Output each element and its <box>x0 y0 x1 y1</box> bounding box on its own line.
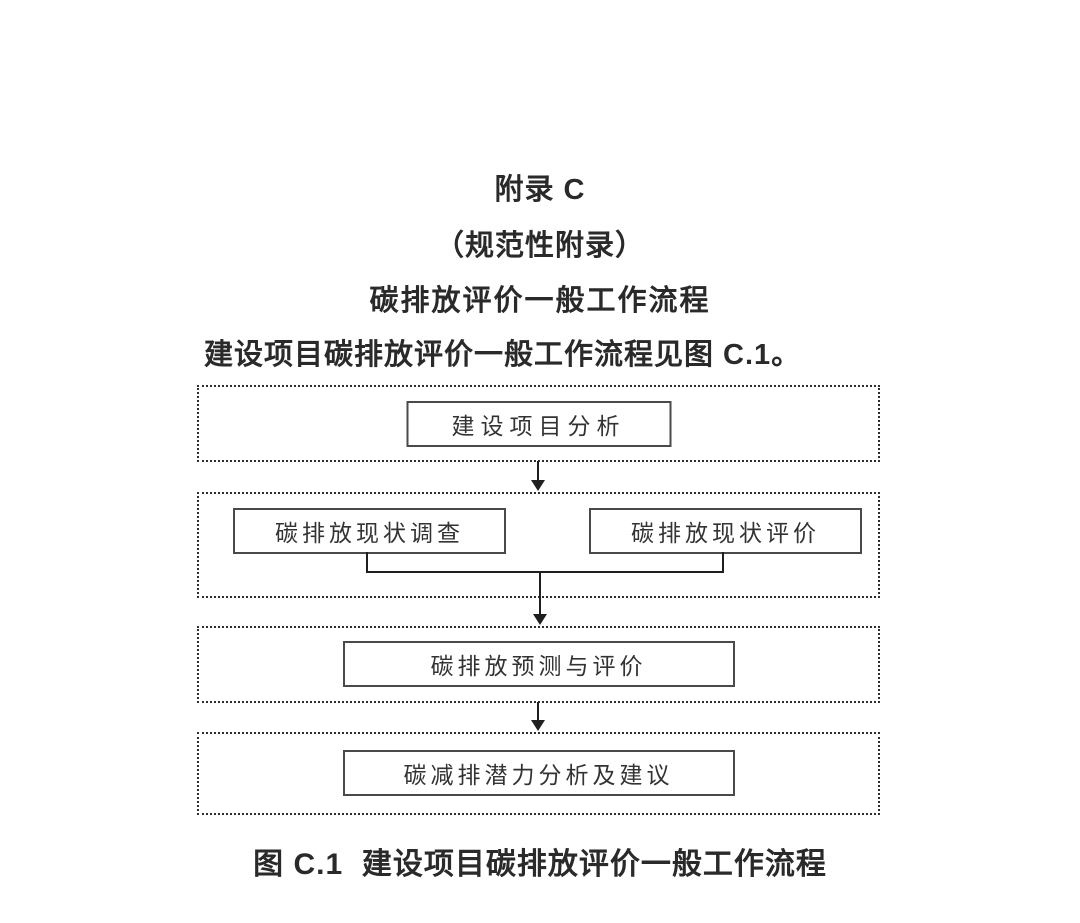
connector-left-drop-line <box>366 552 368 573</box>
flow-stage-prediction: 碳排放预测与评价 <box>197 626 880 703</box>
arrow-down-2-head-icon <box>533 614 547 625</box>
flow-step-project-analysis: 建设项目分析 <box>406 401 671 447</box>
arrow-down-3-head-icon <box>531 720 545 731</box>
connector-right-drop-line <box>722 552 724 573</box>
arrow-down-3-line <box>537 702 539 722</box>
connector-merge-line <box>366 571 724 573</box>
flow-stage-status: 碳排放现状调查 碳排放现状评价 <box>197 492 880 598</box>
flow-step-reduction-analysis: 碳减排潜力分析及建议 <box>342 750 735 796</box>
intro-paragraph: 建设项目碳排放评价一般工作流程见图 C.1。 <box>204 339 802 371</box>
arrow-down-1-head-icon <box>531 480 545 491</box>
appendix-heading: 附录 C <box>494 174 586 206</box>
flow-step-status-survey: 碳排放现状调查 <box>233 508 506 554</box>
appendix-subtitle-heading: 碳排放评价一般工作流程 <box>369 285 711 317</box>
flow-stage-reduction: 碳减排潜力分析及建议 <box>197 732 880 815</box>
arrow-down-2-line <box>539 571 541 615</box>
flow-stage-project-analysis: 建设项目分析 <box>197 385 880 462</box>
appendix-type-heading: （规范性附录） <box>434 230 645 262</box>
arrow-down-1-line <box>537 461 539 481</box>
flow-step-status-evaluation: 碳排放现状评价 <box>589 508 862 554</box>
figure-caption: 图 C.1 建设项目碳排放评价一般工作流程 <box>253 848 827 881</box>
flow-step-prediction-evaluation: 碳排放预测与评价 <box>342 641 735 687</box>
